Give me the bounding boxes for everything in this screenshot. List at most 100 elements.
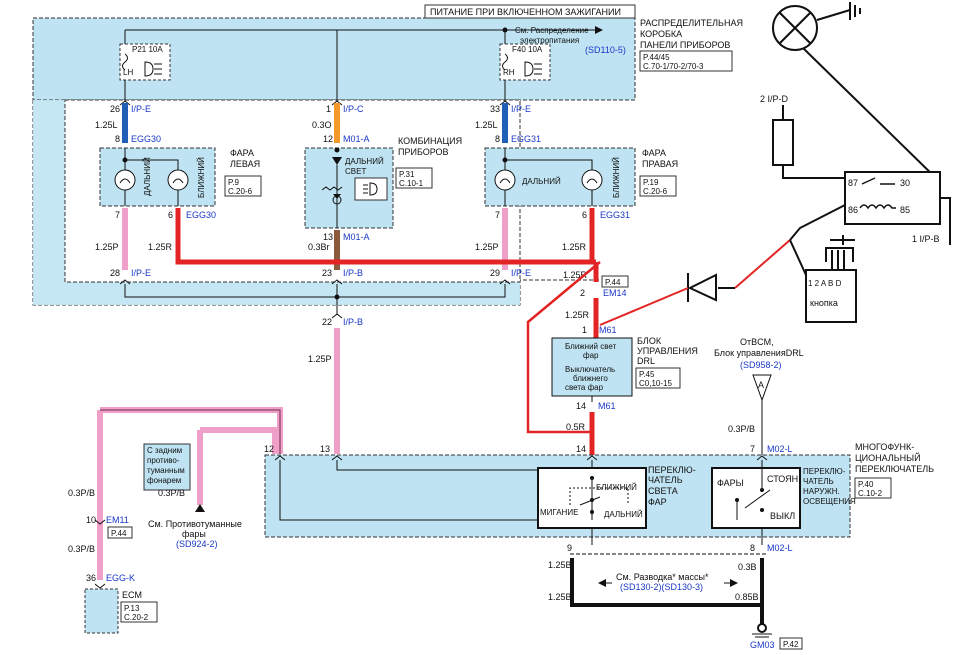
em14-conn: EM14 [603, 288, 627, 298]
drl-ref-1: P.45 [639, 370, 655, 379]
left-low-label: БЛИЖНИЙ [197, 157, 206, 198]
drl-wire-out-label: 0.5R [566, 422, 586, 432]
pos-park: СТОЯН [767, 474, 798, 484]
wire-red-low-beam [175, 208, 596, 265]
ecm-ref-1: P.13 [124, 604, 140, 613]
ext-sw-4: ОСВЕЩЕНИЯ [803, 497, 856, 506]
see-power-1: См. Распределение [515, 26, 589, 35]
button-pins: 1 2 A B D [808, 279, 842, 288]
msw-title-1: МНОГОФУНК- [855, 442, 914, 452]
right-headlamp-ref-2: C.20-6 [643, 187, 668, 196]
ecm-name: ECM [122, 590, 142, 600]
conn-m01a-top: M01-A [343, 134, 370, 144]
fog-wire-label: 0.3P/B [158, 488, 185, 498]
msw-pin-9: 9 [567, 543, 572, 553]
light-sw-3: СВЕТА [648, 486, 678, 496]
drl-title-3: DRL [637, 356, 655, 366]
msw-pin-14: 14 [576, 444, 586, 454]
wire-label-125r-em14: 1.25R [563, 270, 588, 280]
pin-26: 26 [110, 104, 120, 114]
ecm-pin-36: 36 [86, 573, 96, 583]
drl-box-1: Ближний свет [565, 342, 617, 351]
drl-conn-m61-top: M61 [599, 325, 617, 335]
left-pin-6: 6 [168, 210, 173, 220]
relay-85: 85 [900, 205, 910, 215]
ext-sw-2: ЧАТЕЛЬ [803, 477, 834, 486]
left-headlamp-ref-2: C.20-6 [228, 187, 253, 196]
ext-sw-3: НАРУЖН. [803, 487, 840, 496]
wire-label-125p-main: 1.25P [308, 354, 332, 364]
msw-title-3: ПЕРЕКЛЮЧАТЕЛЬ [855, 464, 934, 474]
resistor-sketch [772, 119, 794, 166]
button-label: кнопка [810, 298, 838, 308]
conn-ipe-2: I/P-E [511, 104, 531, 114]
msw-pin-12: 12 [264, 444, 274, 454]
cluster-label-1: ДАЛЬНИЙ [345, 157, 384, 166]
wire-label-125p-left: 1.25P [95, 242, 119, 252]
em14-pin: 2 [580, 288, 585, 298]
drl-box-2: фар [583, 351, 599, 360]
ground-w3: 1.25B [548, 592, 572, 602]
light-sw-2: ЧАТЕЛЬ [648, 475, 683, 485]
ecm-conn-eggk: EGG-K [106, 573, 135, 583]
diode-sketch [599, 273, 735, 326]
left-pin-7: 7 [115, 210, 120, 220]
button-sketch [789, 235, 857, 323]
bcm-ref-1: ОтBCM, [740, 337, 774, 347]
right-headlamp-ref-1: P.19 [643, 178, 659, 187]
drl-ref-2: C0,10-15 [639, 379, 672, 388]
drl-title-1: БЛОК [637, 336, 662, 346]
left-headlamp-title-2: ЛЕВАЯ [230, 159, 260, 169]
see-power-2: электропитания [520, 36, 579, 45]
left-conn-egg30: EGG30 [186, 210, 216, 220]
bulb-low-right [581, 169, 603, 191]
ext-sw-1: ПЕРЕКЛЮ- [803, 467, 846, 476]
pin-12-cluster: 12 [323, 134, 333, 144]
wire-blue-right [502, 103, 508, 143]
conn-ipb-22: I/P-B [343, 317, 363, 327]
ecm-ref-em11: P.44 [111, 529, 127, 538]
supply-arrow [595, 26, 603, 34]
right-low-label: БЛИЖНИЙ [612, 157, 621, 198]
ground-see-1: См. Разводка* массы* [616, 572, 709, 582]
bcm-arrow [752, 374, 772, 402]
conn-ipb-mid-1: I/P-B [343, 268, 363, 278]
wire-label-125r-left: 1.25R [148, 242, 173, 252]
conn-egg30-top: EGG30 [131, 134, 161, 144]
ecm-box [84, 588, 119, 634]
left-headlamp-title-1: ФАРА [230, 148, 254, 158]
right-headlamp-title-2: ПРАВАЯ [642, 159, 678, 169]
ext-switch-contacts [735, 460, 771, 520]
ecm-ref-2: C.20-2 [124, 613, 149, 622]
wire-label-03br: 0.3Br [308, 242, 330, 252]
msw-pin-8: 8 [750, 543, 755, 553]
light-sw-1: ПЕРЕКЛЮ- [648, 465, 696, 475]
relay-30: 30 [900, 178, 910, 188]
drl-box-4: ближнего [573, 374, 608, 383]
fog-box-2: противо- [147, 456, 180, 465]
wire-label-125l-left: 1.25L [95, 120, 118, 130]
right-high-label: ДАЛЬНИЙ [522, 177, 561, 186]
ground-see-ref: (SD130-2)(SD130-3) [620, 582, 703, 592]
wire-blue-left [122, 103, 128, 143]
pin-33: 33 [490, 104, 500, 114]
pin-8-left: 8 [115, 134, 120, 144]
drl-control-unit [551, 337, 633, 397]
wire-pink-fog [200, 427, 278, 454]
bcm-wire-label: 0.3P/B [728, 424, 755, 434]
bcm-ref-code: (SD958-2) [740, 360, 782, 370]
ground-wires [570, 558, 764, 607]
left-headlamp-ref-1: P.9 [228, 178, 240, 187]
ground-w4: 0.85B [735, 592, 759, 602]
right-headlamp-title-1: ФАРА [642, 148, 666, 158]
wire-label-125l-right: 1.25L [475, 120, 498, 130]
conn-ipc: I/P-C [343, 104, 364, 114]
drl-conn-m61-bottom: M61 [598, 401, 616, 411]
msw-ref-1: P.40 [858, 480, 874, 489]
msw-conn-m02l: M02-L [767, 543, 793, 553]
drl-box-3: Выключатель [565, 365, 615, 374]
pin-23: 23 [322, 268, 332, 278]
fuse-right-label: F40 10A [512, 45, 543, 54]
fog-box-1: С задним [147, 446, 182, 455]
